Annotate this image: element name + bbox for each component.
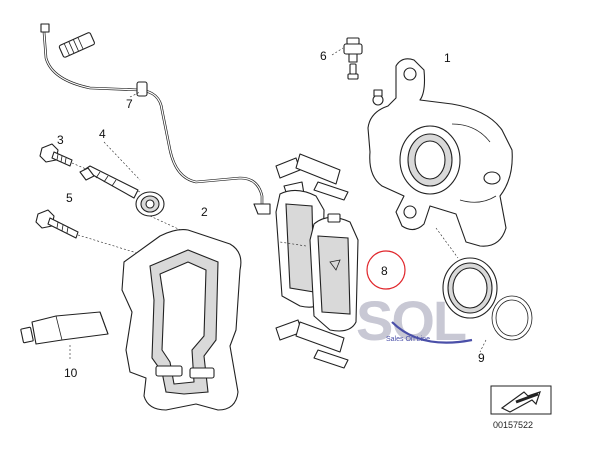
part-label-2: 2 [201,205,208,219]
part-label-8: 8 [381,264,388,278]
piston-seal-kit [442,257,533,341]
assembly-grease-tube [20,311,109,345]
part-label-7: 7 [126,97,133,111]
sol-logo: SOL Sales On Line [356,289,473,352]
part-label-9: 9 [478,351,485,365]
part-label-6: 6 [320,49,327,63]
guide-bolt [39,143,73,167]
part-number-labels: 1 2 3 4 5 6 7 8 9 10 [57,49,485,380]
pad-retaining-clips-lower [275,319,349,369]
part-label-10: 10 [64,366,78,380]
part-label-5: 5 [66,191,73,205]
logo-tagline: Sales On Line [386,336,430,343]
part-label-3: 3 [57,133,64,147]
bleeder-valve [343,37,363,80]
caliper-carrier-bracket [121,229,242,411]
direction-arrow-icon [490,385,552,415]
guide-sleeve-with-boot [79,165,165,217]
carrier-bolt [35,209,79,239]
part-label-4: 4 [99,127,106,141]
brake-caliper-housing [367,58,513,247]
highlight-circle [366,250,406,290]
diagram-id: 00157522 [493,420,533,430]
brake-pad-set [275,189,359,332]
brake-wear-sensor [40,23,271,215]
part-label-1: 1 [444,51,451,65]
